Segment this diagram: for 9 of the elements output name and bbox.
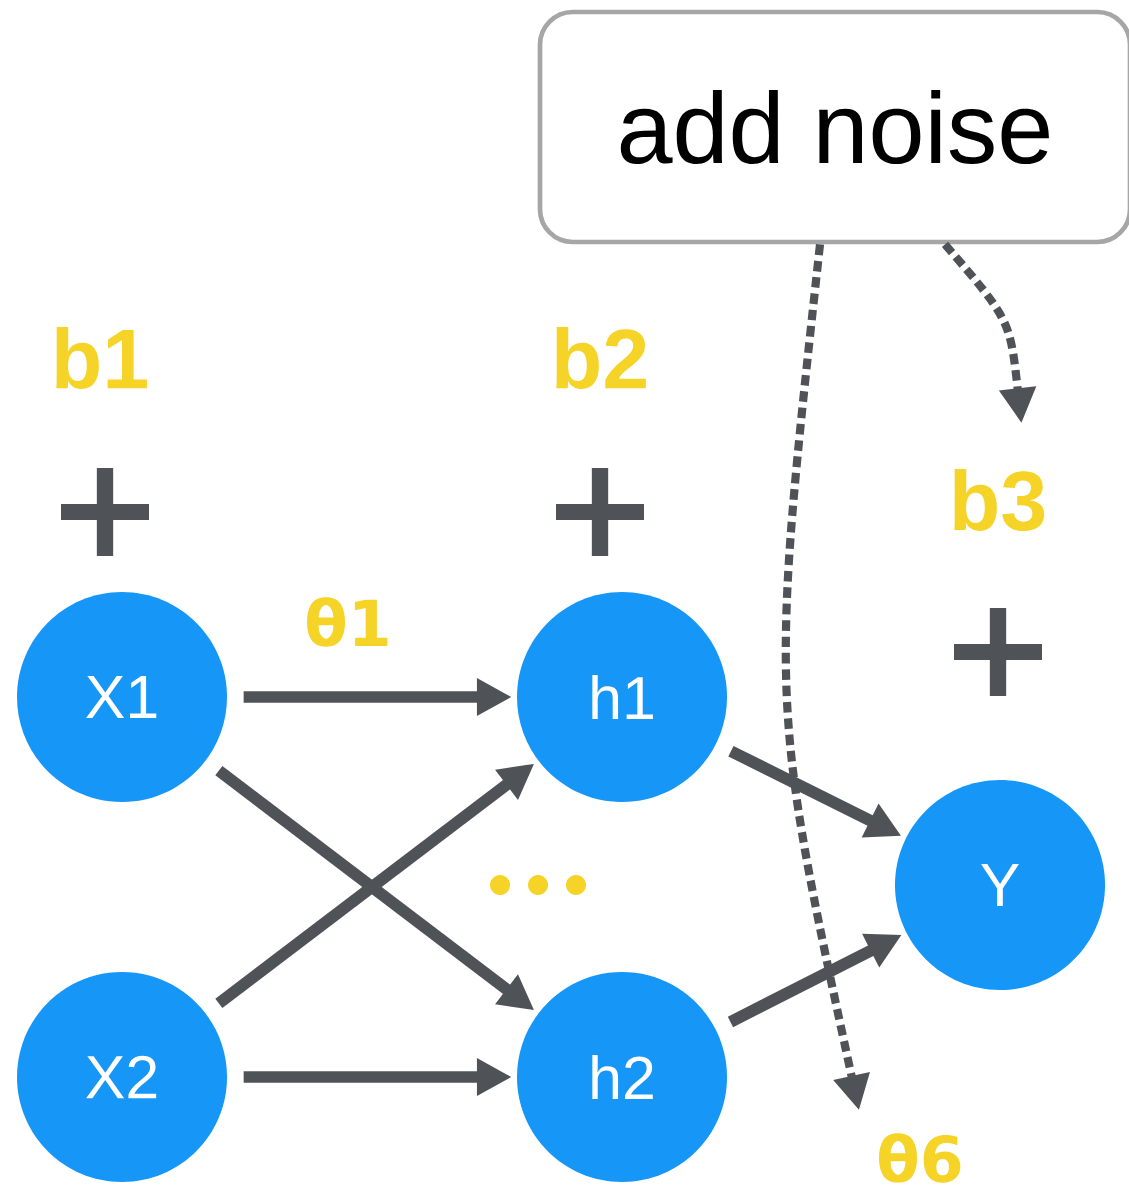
- plus-sign: +: [954, 607, 1042, 697]
- plus-sign: +: [61, 467, 149, 557]
- bias-label: b2: [556, 327, 646, 389]
- bias-label: b3: [954, 468, 1045, 532]
- text-box: add noise: [537, 9, 1129, 245]
- weight-label: θ1: [307, 597, 388, 647]
- plus-sign: +: [556, 467, 644, 557]
- weight-label: θ6: [879, 1133, 961, 1183]
- bias-label: b1: [56, 327, 147, 389]
